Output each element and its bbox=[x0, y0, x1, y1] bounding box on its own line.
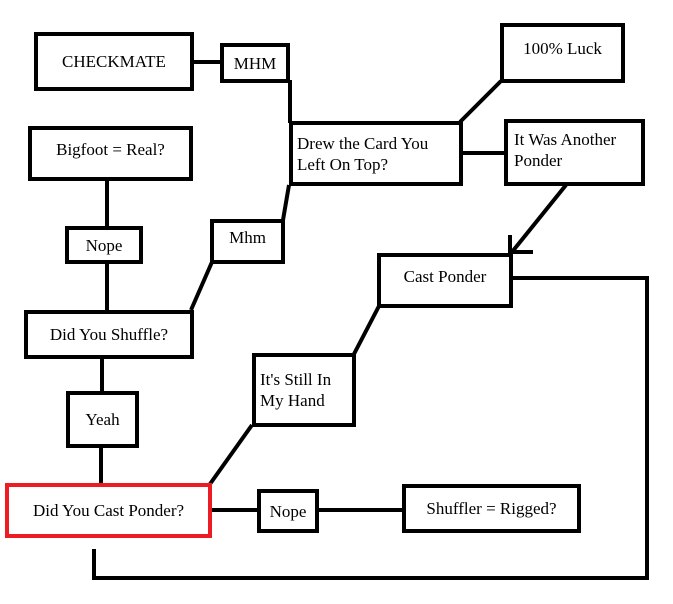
node-label: Cast Ponder bbox=[403, 267, 487, 286]
node-label: It's Still In My Hand bbox=[260, 369, 331, 411]
node-label: CHECKMATE bbox=[62, 52, 166, 71]
node-cast-ponder: Cast Ponder bbox=[377, 253, 513, 308]
connector bbox=[281, 184, 291, 221]
connector bbox=[208, 423, 254, 486]
node-yeah: Yeah bbox=[66, 391, 139, 448]
label-line: Left On Top? bbox=[297, 154, 389, 174]
connector bbox=[189, 261, 214, 311]
label-line: It Was Another bbox=[514, 130, 617, 149]
node-nope-upper: Nope bbox=[65, 226, 143, 264]
node-label: Yeah bbox=[85, 410, 120, 429]
node-label: Shuffler = Rigged? bbox=[426, 499, 557, 518]
node-did-you-shuffle: Did You Shuffle? bbox=[24, 310, 194, 359]
node-did-you-cast-ponder: Did You Cast Ponder? bbox=[5, 483, 212, 538]
connector bbox=[458, 79, 503, 124]
node-label: Nope bbox=[269, 501, 307, 521]
node-100-luck: 100% Luck bbox=[500, 23, 625, 83]
node-still-in-hand: It's Still In My Hand bbox=[252, 353, 356, 427]
label-line: My Hand bbox=[260, 391, 325, 410]
node-label: Did You Shuffle? bbox=[49, 325, 169, 344]
connector bbox=[352, 305, 381, 355]
node-shuffler-rigged: Shuffler = Rigged? bbox=[402, 484, 581, 533]
node-checkmate: CHECKMATE bbox=[34, 32, 194, 91]
node-label: Did You Cast Ponder? bbox=[32, 501, 185, 520]
node-label: 100% Luck bbox=[523, 38, 602, 58]
node-label: MHM bbox=[233, 53, 277, 73]
node-label: Mhm bbox=[229, 228, 266, 247]
label-line: Ponder bbox=[514, 151, 563, 170]
label-line: It's Still In bbox=[260, 370, 332, 389]
node-nope-lower: Nope bbox=[257, 489, 319, 533]
loop-connector bbox=[92, 276, 649, 580]
node-mhm-upper: MHM bbox=[220, 43, 290, 83]
node-label: Bigfoot = Real? bbox=[56, 140, 165, 159]
label-line: Drew the Card You bbox=[297, 133, 429, 153]
node-bigfoot: Bigfoot = Real? bbox=[28, 126, 193, 181]
node-label: Nope bbox=[85, 235, 123, 255]
node-mhm-lower: Mhm bbox=[210, 219, 285, 264]
arrow-line bbox=[510, 183, 568, 254]
